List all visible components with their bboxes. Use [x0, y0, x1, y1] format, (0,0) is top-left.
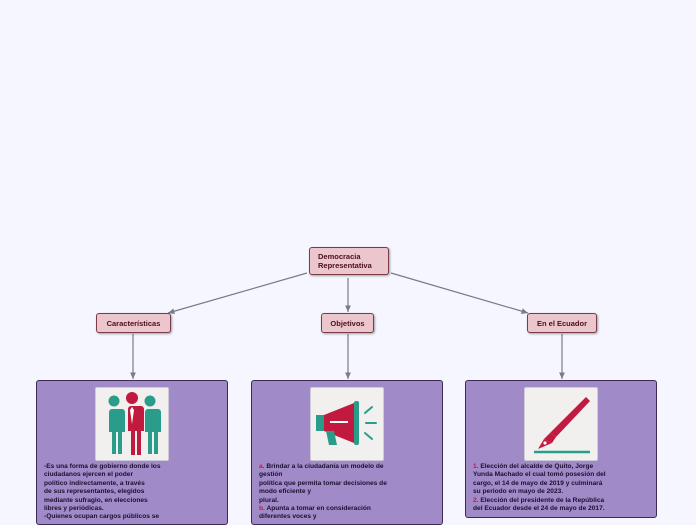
megaphone-icon	[310, 387, 384, 461]
card-en-el-ecuador-text: 1. Elección del alcalde de Quito, Jorge …	[473, 463, 650, 513]
people-icon	[95, 387, 169, 461]
topic-objetivos[interactable]: Objetivos	[321, 313, 374, 333]
card-objetivos[interactable]: a. Brindar a la ciudadanía un modelo de …	[251, 380, 443, 525]
item-b-text: Apunta a tomar en consideración diferent…	[259, 505, 371, 521]
card-caracteristicas[interactable]: -Es una forma de gobierno donde los ciud…	[36, 380, 228, 525]
item-a-marker: a.	[259, 463, 265, 470]
connector-central-caracteristicas	[167, 272, 308, 314]
topic-caracteristicas[interactable]: Características	[96, 313, 171, 333]
connector-central-ecuador	[390, 272, 529, 314]
item-2-text: Elección del presidente de la República …	[473, 496, 605, 513]
item-a-text: Brindar a la ciudadanía un modelo de ges…	[259, 463, 387, 504]
item-1-text: Elección del alcalde de Quito, Jorge Yun…	[473, 463, 606, 496]
topic-en-el-ecuador[interactable]: En el Ecuador	[527, 313, 597, 333]
pen-icon	[524, 387, 598, 461]
item-1-marker: 1.	[473, 463, 479, 470]
item-b-marker: b.	[259, 505, 265, 513]
item-2-marker: 2.	[473, 496, 479, 504]
central-topic[interactable]: Democracia Representativa	[309, 247, 389, 275]
card-objetivos-text: a. Brindar a la ciudadanía un modelo de …	[259, 463, 436, 522]
card-caracteristicas-text: -Es una forma de gobierno donde los ciud…	[44, 463, 161, 521]
card-en-el-ecuador[interactable]: 1. Elección del alcalde de Quito, Jorge …	[465, 380, 657, 518]
